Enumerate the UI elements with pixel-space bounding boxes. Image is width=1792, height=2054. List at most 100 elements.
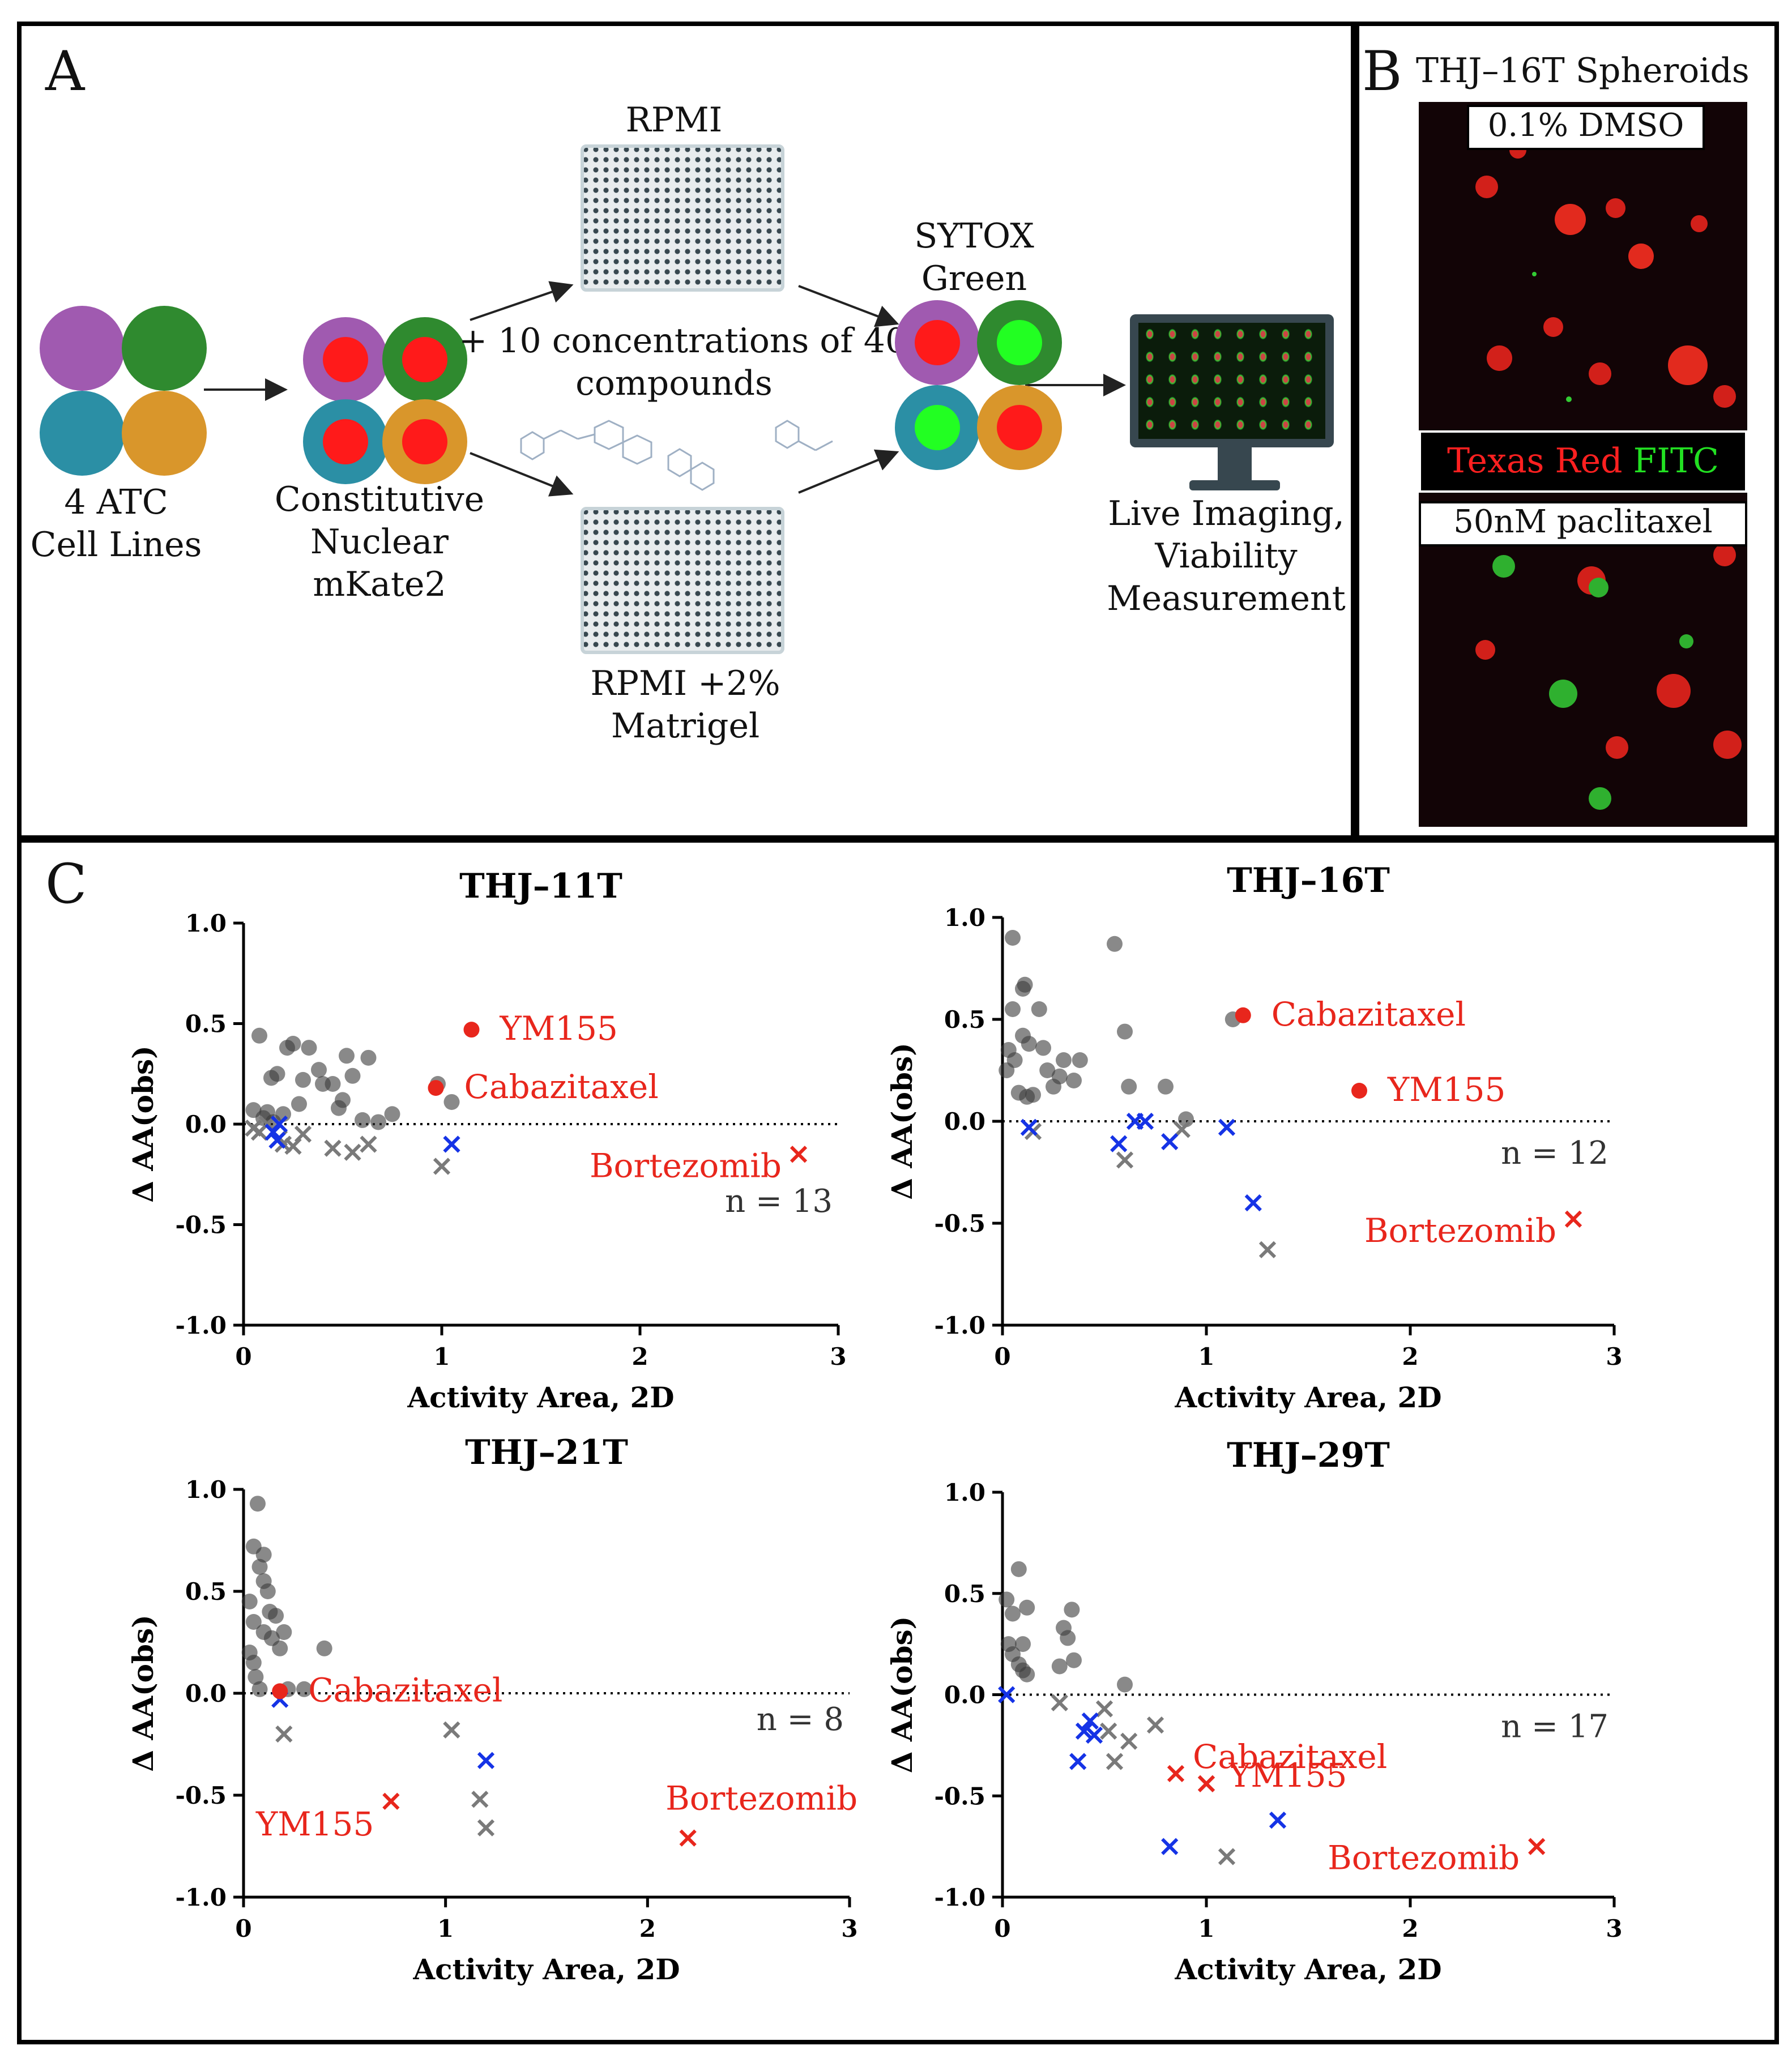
data-point-red-x: [1167, 1765, 1185, 1783]
x-tick-label: 3: [1606, 1915, 1622, 1942]
data-point-gray: [1056, 1052, 1072, 1068]
data-point-red-x: [1197, 1775, 1215, 1792]
y-tick-label: 0.0: [185, 1111, 227, 1138]
micrograph-dmso: [1419, 102, 1747, 430]
data-point-gray-x: [433, 1158, 451, 1175]
n-label: n = 17: [1501, 1709, 1608, 1745]
x-axis-label: Activity Area, 2D: [1174, 1381, 1441, 1414]
x-tick-label: 3: [841, 1915, 857, 1942]
point-label: YM155: [1387, 1070, 1505, 1109]
nucleus-red: [402, 337, 447, 382]
data-point-gray: [1072, 1052, 1088, 1068]
data-point-blue-x: [1075, 1722, 1093, 1740]
plot-title: THJ–16T: [1227, 861, 1390, 900]
data-point-gray-x: [324, 1139, 342, 1157]
data-point-gray: [1066, 1652, 1082, 1668]
data-point-gray: [268, 1608, 284, 1624]
data-point-red-x: [382, 1792, 400, 1810]
y-tick-label: 1.0: [185, 1476, 227, 1504]
y-tick-label: -1.0: [934, 1312, 985, 1339]
data-point-gray: [1064, 1602, 1080, 1618]
y-tick-label: -0.5: [175, 1211, 227, 1239]
cell-teal: [40, 391, 125, 476]
micrograph-paclitaxel: [1419, 493, 1747, 827]
panel-b-frame: [1351, 22, 1779, 843]
panel-a-letter: A: [45, 40, 85, 103]
data-point-gray-x: [1218, 1848, 1236, 1865]
y-tick-label: 0.5: [944, 1006, 985, 1034]
compounds-label: + 10 concentrations of 40 compounds: [459, 321, 907, 403]
x-axis-label: Activity Area, 2D: [1174, 1953, 1441, 1986]
y-tick-label: 0.5: [185, 1578, 227, 1605]
data-point-gray: [285, 1036, 301, 1052]
data-point-gray-x: [1095, 1700, 1113, 1718]
y-tick-label: -1.0: [934, 1884, 985, 1911]
data-point-gray-x: [360, 1135, 377, 1153]
data-point-gray: [370, 1114, 386, 1130]
data-point-gray: [1107, 936, 1123, 952]
label-paclitaxel: 50nM paclitaxel: [1419, 501, 1747, 546]
x-tick-label: 0: [235, 1915, 251, 1942]
data-point-gray: [1121, 1078, 1137, 1095]
data-point-blue-x: [998, 1686, 1016, 1703]
data-point-gray: [339, 1048, 355, 1064]
point-label: Cabazitaxel: [1272, 995, 1466, 1034]
cell-green: [122, 306, 207, 391]
nucleus-red: [402, 419, 447, 464]
nucleus-green: [915, 405, 960, 450]
nucleus-red: [915, 320, 960, 365]
data-point-blue-x: [268, 1131, 286, 1149]
y-tick-label: 1.0: [185, 909, 227, 937]
data-point-gray: [344, 1067, 361, 1084]
cell-orange: [122, 391, 207, 476]
data-point-gray: [251, 1558, 268, 1575]
y-tick-label: -1.0: [175, 1884, 227, 1911]
data-point-blue-x: [1218, 1118, 1236, 1136]
x-tick-label: 2: [639, 1915, 656, 1942]
nucleus-red: [323, 337, 368, 382]
panel-b-letter: B: [1362, 40, 1402, 103]
point-label: Cabazitaxel: [464, 1067, 659, 1106]
label-dmso: 0.1% DMSO: [1467, 105, 1705, 150]
data-point-gray-x: [1146, 1716, 1164, 1734]
data-point-gray: [296, 1681, 312, 1697]
point-label: Bortezomib: [590, 1146, 782, 1185]
point-label: Bortezomib: [665, 1779, 857, 1818]
data-point-gray: [245, 1655, 262, 1671]
data-point-blue-x: [1020, 1118, 1038, 1136]
data-point-gray: [1019, 1599, 1035, 1616]
data-point-gray: [295, 1071, 311, 1088]
data-point-blue-x: [1161, 1838, 1179, 1855]
imaging-label: Live Imaging, Viability Measurement: [1107, 494, 1346, 618]
y-tick-label: 0.0: [185, 1680, 227, 1707]
well-plate-matrigel: [581, 507, 784, 654]
data-point-blue-x: [1136, 1112, 1154, 1130]
y-tick-label: 1.0: [944, 904, 985, 932]
x-tick-label: 2: [1402, 1915, 1418, 1942]
data-point-gray: [291, 1096, 307, 1112]
x-tick-label: 1: [1198, 1343, 1214, 1370]
panel-b-title: THJ–16T Spheroids: [1416, 51, 1750, 91]
data-point-gray-x: [1051, 1694, 1068, 1711]
data-point-blue-x: [443, 1135, 460, 1153]
data-point-gray: [269, 1066, 285, 1082]
data-point-gray: [443, 1094, 460, 1110]
data-point-gray: [384, 1106, 400, 1122]
plot-title: THJ–29T: [1227, 1436, 1390, 1475]
data-point-gray: [1060, 1630, 1076, 1646]
data-point-blue-x: [1085, 1726, 1103, 1744]
data-point-gray: [360, 1049, 377, 1066]
plot-title: THJ–21T: [465, 1433, 628, 1472]
data-point-gray-x: [1106, 1753, 1124, 1770]
panel-a-frame: [17, 22, 1359, 843]
cell-purple: [40, 306, 125, 391]
data-point-gray: [1158, 1078, 1174, 1095]
data-point-gray-x: [275, 1725, 293, 1743]
data-point-red: [463, 1022, 480, 1038]
x-tick-label: 2: [1402, 1343, 1418, 1370]
data-point-gray: [259, 1583, 276, 1599]
data-point-gray: [1017, 976, 1033, 993]
